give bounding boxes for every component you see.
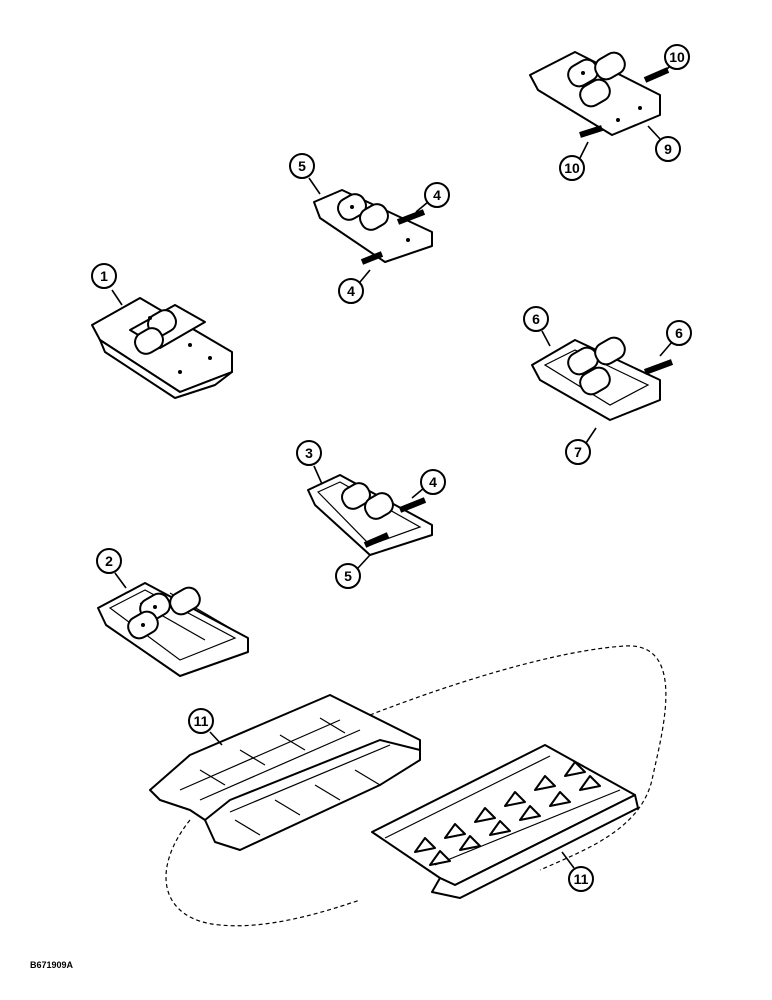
svg-text:2: 2 (105, 553, 113, 569)
callout-7: 6 (523, 306, 551, 347)
svg-text:5: 5 (344, 568, 352, 584)
svg-text:1: 1 (100, 268, 108, 284)
svg-text:11: 11 (574, 871, 589, 887)
svg-text:4: 4 (429, 474, 437, 490)
paddle-link-9 (529, 51, 670, 138)
callout-6a: 4 (411, 469, 446, 499)
callout-5: 5 (289, 153, 321, 195)
paddle-link-3 (307, 474, 433, 556)
callout-4a: 4 (415, 182, 450, 213)
figure-reference-code: B671909A (30, 960, 74, 970)
callout-10a: 10 (659, 44, 690, 77)
paddle-link-7 (531, 336, 674, 421)
svg-text:6: 6 (675, 325, 683, 341)
svg-text:5: 5 (298, 158, 306, 174)
callout-4b: 4 (338, 269, 371, 304)
callout-8b: 7 (565, 427, 597, 465)
svg-text:6: 6 (532, 311, 540, 327)
callout-11b: 11 (561, 851, 594, 892)
paddle-link-2 (97, 582, 249, 677)
callout-9: 9 (647, 125, 681, 162)
svg-text:10: 10 (564, 160, 580, 176)
svg-text:9: 9 (664, 141, 672, 157)
rubber-track-loop (165, 645, 667, 927)
callout-3: 3 (296, 440, 323, 485)
callout-11a: 11 (188, 708, 223, 746)
callout-8a: 6 (659, 320, 692, 357)
svg-text:4: 4 (433, 187, 441, 203)
paddle-link-5 (313, 189, 433, 265)
rubber-track-upper (149, 694, 421, 851)
svg-text:11: 11 (194, 713, 209, 729)
svg-text:4: 4 (347, 283, 355, 299)
callout-2: 2 (96, 548, 127, 589)
rubber-track-lower (371, 744, 639, 899)
callout-1: 1 (91, 263, 123, 306)
paddle-link-1 (91, 297, 233, 399)
svg-text:10: 10 (669, 49, 685, 65)
svg-text:7: 7 (574, 444, 582, 460)
svg-text:3: 3 (305, 445, 313, 461)
callout-6b: 5 (335, 554, 371, 589)
callout-10b: 10 (559, 141, 589, 181)
